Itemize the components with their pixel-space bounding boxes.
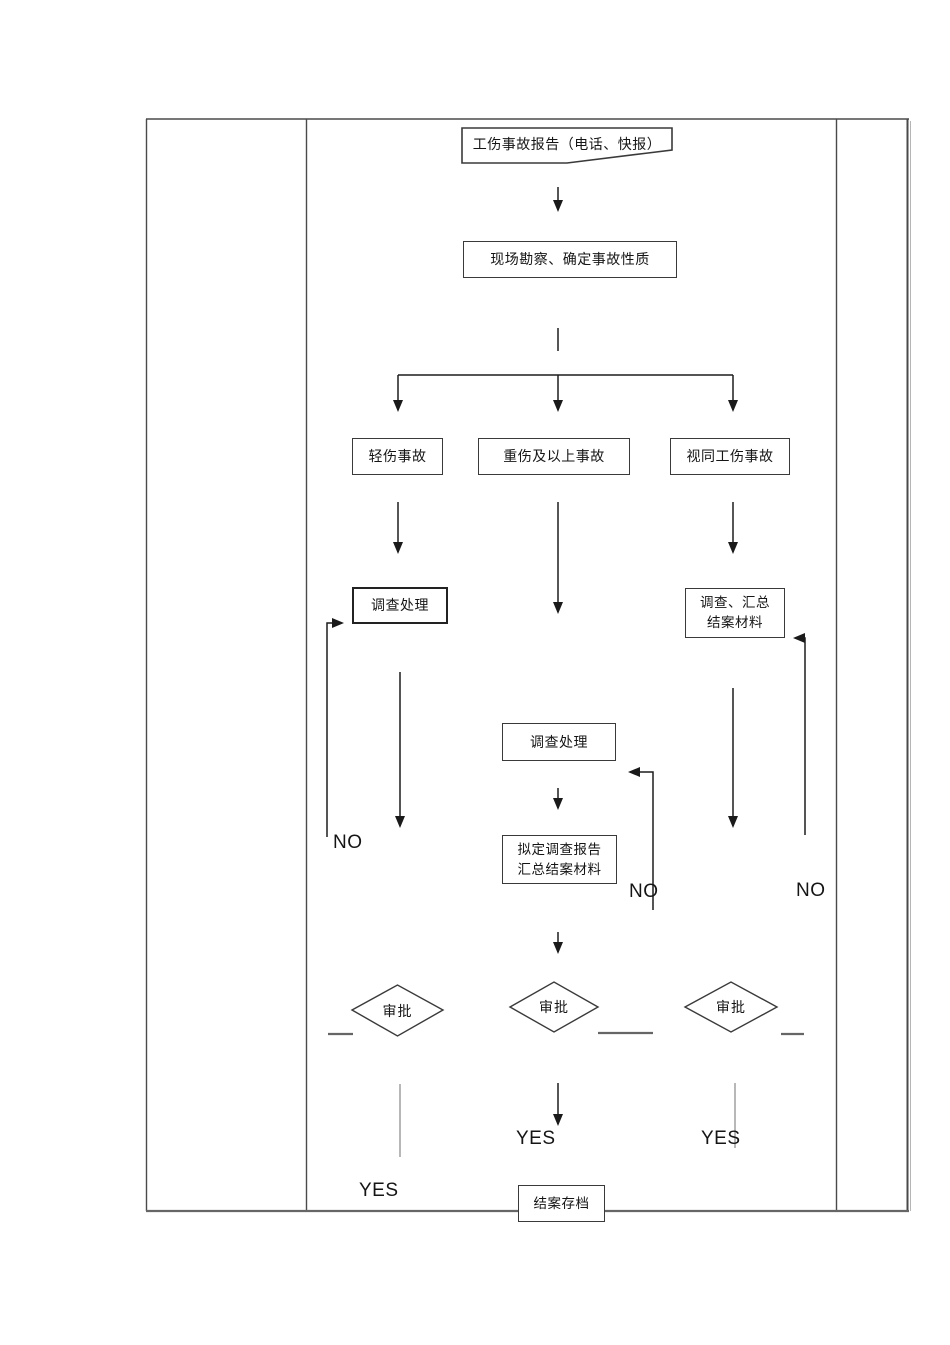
flow-branch-severe-injury-label: 重伤及以上事故	[503, 448, 605, 465]
approval-right-label: 审批	[716, 999, 746, 1015]
approval-diamond-left	[350, 984, 445, 1037]
no-label-right: NO	[796, 880, 826, 901]
flow-step-mid-report: 拟定调查报告 汇总结案材料	[502, 835, 617, 884]
flow-step-mid-investigate: 调查处理	[502, 723, 616, 761]
no-label-mid: NO	[629, 881, 659, 902]
no-loop-right	[793, 633, 806, 835]
flow-step-right-collect-line2: 结案材料	[707, 615, 763, 630]
flow-step-survey: 现场勘察、确定事故性质	[463, 241, 677, 278]
yes-label-mid: YES	[516, 1128, 556, 1149]
flow-step-mid-report-line2: 汇总结案材料	[517, 861, 602, 877]
no-loop-left	[326, 618, 344, 837]
flow-step-mid-investigate-label: 调查处理	[530, 733, 588, 750]
table-grid	[145, 118, 911, 1213]
approval-left-label: 审批	[382, 1002, 413, 1019]
flow-step-report: 工伤事故报告（电话、快报）	[462, 128, 672, 160]
flow-step-report-label: 工伤事故报告（电话、快报）	[472, 135, 662, 152]
flow-step-right-collect: 调查、汇总 结案材料	[685, 588, 785, 638]
approval-mid-label: 审批	[539, 999, 569, 1015]
no-label-left: NO	[333, 832, 363, 853]
no-loop-mid	[628, 767, 654, 910]
flow-branch-light-injury: 轻伤事故	[352, 438, 443, 475]
flow-step-left-investigate: 调查处理	[352, 587, 448, 624]
report-shape	[461, 127, 673, 164]
flow-step-right-collect-line1: 调查、汇总	[700, 595, 770, 611]
flow-step-mid-report-line1: 拟定调查报告	[517, 841, 602, 857]
flow-branch-severe-injury: 重伤及以上事故	[478, 438, 630, 475]
flow-step-left-investigate-label: 调查处理	[371, 597, 429, 614]
flow-step-archive-label: 结案存档	[533, 1195, 590, 1211]
flow-step-survey-label: 现场勘察、确定事故性质	[490, 251, 650, 268]
approval-diamond-right	[683, 981, 779, 1033]
flow-branch-deemed-injury-label: 视同工伤事故	[686, 448, 774, 465]
yes-label-left: YES	[359, 1180, 399, 1201]
flow-branch-light-injury-label: 轻伤事故	[368, 448, 427, 465]
approval-diamond-mid	[508, 981, 600, 1033]
yes-label-right: YES	[701, 1128, 741, 1149]
flow-branch-deemed-injury: 视同工伤事故	[670, 438, 790, 475]
flow-step-archive: 结案存档	[518, 1185, 605, 1222]
